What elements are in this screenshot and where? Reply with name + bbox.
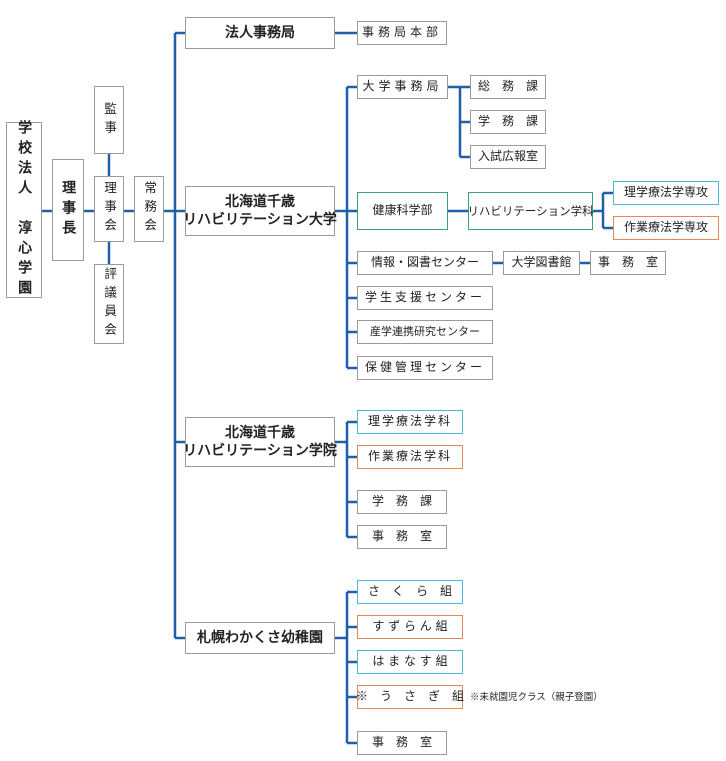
university-name-line1: 北海道千歳: [225, 193, 295, 210]
class-suzuran-box: す ず ら ん 組: [357, 615, 463, 639]
admissions-pr-box: 入試広報室: [470, 145, 546, 169]
board-box: 理事会: [94, 176, 124, 242]
class-sakura-box: さ く ら 組: [357, 580, 463, 604]
corp-hq-box: 事務局本部: [357, 21, 447, 45]
college-name-line1: 北海道千歳: [225, 424, 295, 441]
auditor-box: 監事: [94, 86, 124, 154]
chairman-box: 理事長: [52, 159, 84, 261]
council-box: 評議員会: [94, 264, 124, 344]
university-library-box: 大学図書館: [503, 251, 580, 275]
root-box: 学校法人 淳心学園: [6, 120, 42, 300]
univ-admin-box: 大学事務局: [357, 75, 448, 99]
college-office-box: 事 務 室: [357, 525, 447, 549]
health-center-box: 保健管理センター: [357, 356, 493, 380]
university-name-line2: リハビリテーション大学: [183, 212, 337, 228]
info-library-center-box: 情報・図書センター: [357, 251, 493, 275]
kindergarten-office-box: 事 務 室: [357, 731, 447, 755]
class-hamanasu-box: は ま な す 組: [357, 650, 463, 674]
college-pt-box: 理学療法学科: [357, 410, 463, 434]
usagi-note: ※未就園児クラス（親子登園）: [470, 692, 603, 703]
class-usagi-box: ※ う さ ぎ 組: [356, 685, 464, 709]
college-name-line2: リハビリテーション学院: [183, 443, 337, 459]
university-box: 北海道千歳 リハビリテーション大学: [183, 186, 337, 236]
department-box: リハビリテーション学科: [467, 192, 594, 230]
student-support-center-box: 学生支援センター: [357, 286, 493, 310]
kindergarten-box: 札幌わかくさ幼稚園: [185, 622, 335, 654]
college-academic-box: 学 務 課: [357, 490, 447, 514]
major-pt-box: 理学療法学専攻: [613, 181, 719, 205]
academic-affairs-box: 学 務 課: [470, 110, 546, 134]
college-box: 北海道千歳 リハビリテーション学院: [183, 417, 337, 467]
college-ot-box: 作業療法学科: [357, 445, 463, 469]
library-office-box: 事 務 室: [590, 251, 666, 275]
major-ot-box: 作業療法学専攻: [613, 216, 719, 240]
faculty-box: 健康科学部: [357, 192, 448, 230]
standing-committee-box: 常務会: [134, 176, 164, 242]
general-affairs-box: 総 務 課: [470, 75, 546, 99]
corp-office-box: 法人事務局: [185, 17, 335, 49]
industry-research-center-box: 産学連携研究センター: [357, 320, 493, 344]
